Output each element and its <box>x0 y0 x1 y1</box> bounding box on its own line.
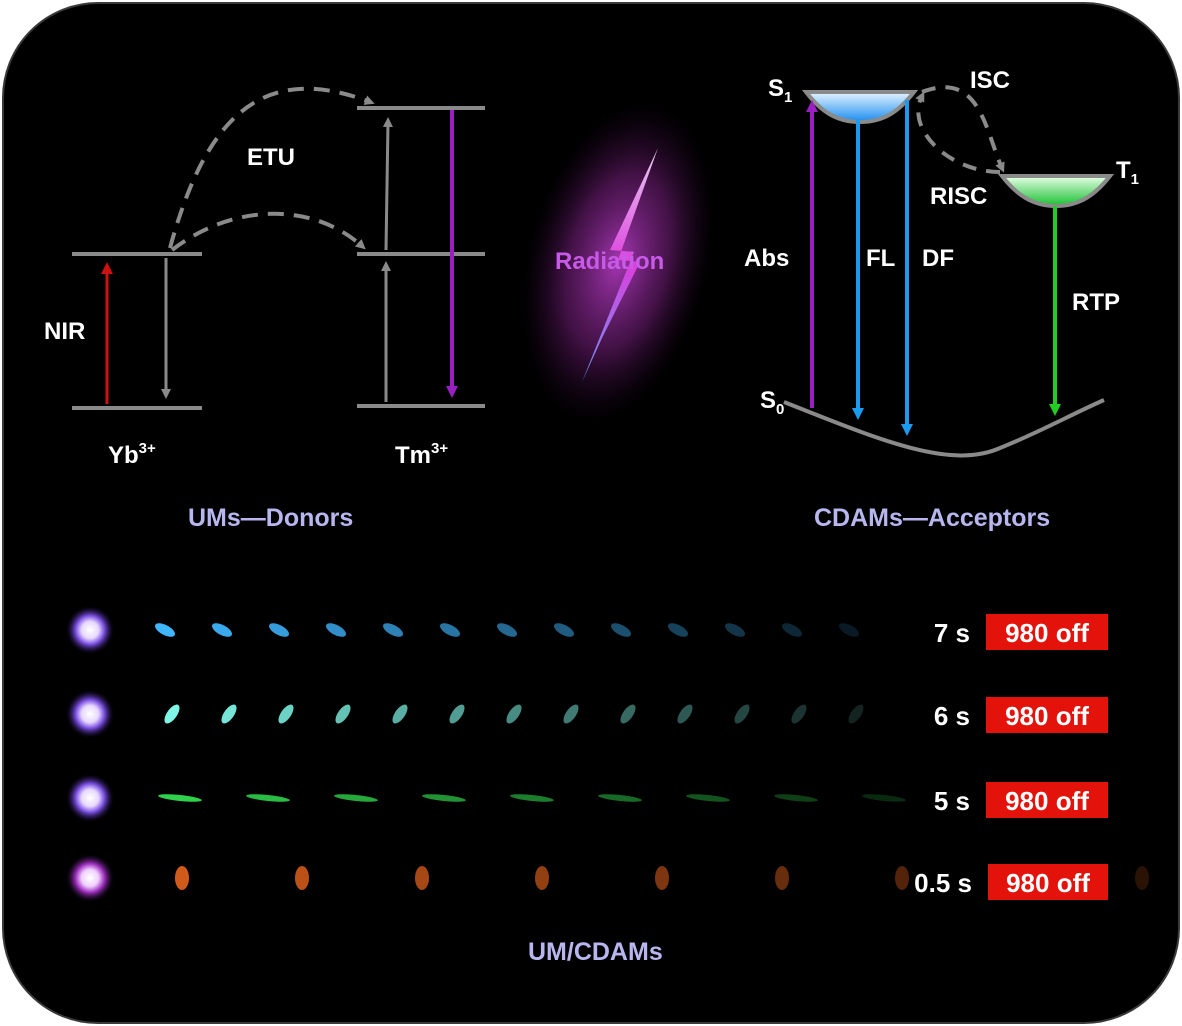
afterglow-frame-mark <box>392 704 408 724</box>
afterglow-frame-mark <box>155 623 175 637</box>
afterglow-frame-mark <box>497 623 517 637</box>
afterglow-frame-mark <box>334 794 378 802</box>
t1-label: T1 <box>1116 157 1139 188</box>
afterglow-frame-mark <box>422 794 466 802</box>
badge-text-row-3: 980 off <box>1005 786 1089 816</box>
afterglow-frame-mark <box>848 704 864 724</box>
afterglow-frame-mark <box>677 704 693 724</box>
fl-label: FL <box>866 245 895 272</box>
afterglow-frame-mark <box>791 704 807 724</box>
upconversion-diagram: ETU NIR Yb3+ Tm3+ UMs—Donors <box>44 86 485 532</box>
risc-label: RISC <box>930 183 987 210</box>
etu-transfer-arrow-lower <box>170 211 366 252</box>
afterglow-frame-mark <box>668 623 688 637</box>
afterglow-frame-mark <box>655 866 669 890</box>
s0-symbol: S <box>760 387 776 414</box>
badge-text-row-4: 980 off <box>1006 868 1090 898</box>
afterglow-frame-mark <box>510 794 554 802</box>
afterglow-frame-mark <box>862 794 906 802</box>
jablonski-diagram: S1 S0 T1 ISC RISC Abs FL DF RTP CDAMs—Ac… <box>744 67 1139 532</box>
excited-sample-dot <box>66 854 114 902</box>
afterglow-frame-mark <box>506 704 522 724</box>
afterglow-frame-mark <box>725 623 745 637</box>
afterglow-frame-mark <box>782 623 802 637</box>
tm-charge: 3+ <box>431 440 448 457</box>
afterglow-frame-mark <box>686 794 730 802</box>
afterglow-frame-mark <box>278 704 294 724</box>
afterglow-frame-mark <box>175 866 189 890</box>
tm-ion-label: Tm3+ <box>395 440 448 469</box>
badge-row-1 <box>986 614 1108 650</box>
radiation-glow <box>522 103 714 421</box>
time-label-row-2: 6 s <box>934 701 970 731</box>
time-label-row-4: 0.5 s <box>914 868 972 898</box>
acceptors-caption: CDAMs—Acceptors <box>814 504 1050 532</box>
nir-label: NIR <box>44 318 85 345</box>
afterglow-frame-mark <box>383 623 403 637</box>
afterglow-frame-mark <box>775 866 789 890</box>
afterglow-frame-mark <box>295 866 309 890</box>
yb-charge: 3+ <box>139 440 156 457</box>
afterglow-frame-mark <box>440 623 460 637</box>
excited-sample-dot <box>66 606 114 654</box>
s1-subscript: 1 <box>784 89 792 106</box>
time-label-row-3: 5 s <box>934 786 970 816</box>
afterglow-frame-mark <box>415 866 429 890</box>
badge-row-4 <box>988 864 1108 900</box>
afterglow-frame-mark <box>554 623 574 637</box>
afterglow-frame-mark <box>246 794 290 802</box>
afterglow-frame-mark <box>895 866 909 890</box>
badge-row-2 <box>986 697 1108 733</box>
afterglow-frame-mark <box>326 623 346 637</box>
tm-symbol: Tm <box>395 442 431 469</box>
badge-text-row-2: 980 off <box>1005 701 1089 731</box>
excited-sample-dot <box>66 774 114 822</box>
afterglow-photo-strip <box>66 606 1149 902</box>
badge-row-3 <box>986 782 1108 818</box>
t1-symbol: T <box>1116 157 1131 184</box>
afterglow-frame-mark <box>269 623 289 637</box>
afterglow-frame-mark <box>620 704 636 724</box>
radiation-transfer: Radiation <box>522 103 714 421</box>
afterglow-frame-mark <box>535 866 549 890</box>
s0-subscript: 0 <box>776 401 784 418</box>
isc-label: ISC <box>970 67 1010 94</box>
afterglow-frame-mark <box>734 704 750 724</box>
badge-text-row-1: 980 off <box>1005 618 1089 648</box>
afterglow-frame-mark <box>1135 866 1149 890</box>
s1-label: S1 <box>768 75 792 106</box>
t1-subscript: 1 <box>1131 171 1139 188</box>
afterglow-frame-mark <box>335 704 351 724</box>
afterglow-frame-mark <box>611 623 631 637</box>
tm-excitation-arrow-upper <box>382 117 393 251</box>
afterglow-frame-mark <box>164 704 180 724</box>
time-label-row-1: 7 s <box>934 618 970 648</box>
s0-potential-curve <box>783 398 1105 458</box>
afterglow-frame-mark <box>158 794 202 802</box>
etu-label: ETU <box>247 144 295 171</box>
donors-caption: UMs—Donors <box>188 504 353 532</box>
row-labels: 7 s 980 off 6 s 980 off 5 s 980 off 0.5 … <box>914 614 1108 900</box>
afterglow-frame-mark <box>598 794 642 802</box>
afterglow-frame-mark <box>221 704 237 724</box>
afterglow-frame-mark <box>839 623 859 637</box>
excited-sample-dot <box>66 690 114 738</box>
radiation-label: Radiation <box>555 248 664 275</box>
yb-symbol: Yb <box>108 442 139 469</box>
abs-label: Abs <box>744 245 789 272</box>
photo-strip-caption: UM/CDAMs <box>528 938 663 966</box>
t1-potential-well <box>997 174 1115 209</box>
rtp-label: RTP <box>1072 289 1120 316</box>
etu-transfer-arrow-upper <box>168 86 375 249</box>
afterglow-frame-mark <box>563 704 579 724</box>
s1-symbol: S <box>768 75 784 102</box>
afterglow-frame-mark <box>449 704 465 724</box>
s0-label: S0 <box>760 387 784 418</box>
afterglow-frame-mark <box>212 623 232 637</box>
yb-ion-label: Yb3+ <box>108 440 156 469</box>
df-label: DF <box>922 245 954 272</box>
afterglow-frame-mark <box>774 794 818 802</box>
